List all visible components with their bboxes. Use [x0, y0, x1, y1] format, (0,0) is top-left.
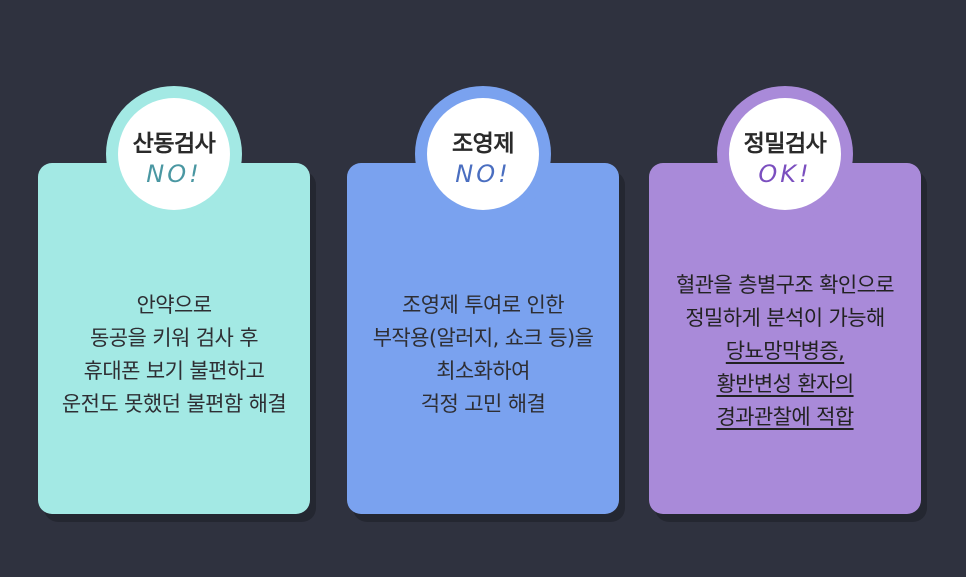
badge-title: 정밀검사: [743, 131, 827, 157]
card-contrast-agent: 조영제 NO! 조영제 투여로 인한 부작용(알러지, 쇼크 등)을 최소화하여…: [347, 86, 619, 514]
badge-ring: 산동검사 NO!: [106, 86, 242, 222]
badge-title: 산동검사: [132, 131, 216, 157]
card-fundus-exam: 산동검사 NO! 안약으로 동공을 키워 검사 후 휴대폰 보기 불편하고 운전…: [38, 86, 310, 514]
badge-ring: 정밀검사 OK!: [717, 86, 853, 222]
desc-line-underlined: 황반변성 환자의: [716, 372, 854, 396]
card-description: 혈관을 층별구조 확인으로 정밀하게 분석이 가능해 당뇨망막병증, 황반변성 …: [649, 269, 921, 434]
desc-line-underlined: 당뇨망막병증,: [725, 339, 845, 363]
badge-status: OK!: [758, 160, 812, 188]
desc-line: 조영제 투여로 인한: [402, 293, 565, 317]
desc-line: 안약으로: [136, 293, 212, 317]
badge-circle: 조영제 NO!: [427, 98, 539, 210]
badge-title: 조영제: [452, 131, 514, 157]
desc-line: 정밀하게 분석이 가능해: [685, 306, 885, 330]
desc-line: 운전도 못했던 불편함 해결: [61, 392, 287, 416]
desc-line: 부작용(알러지, 쇼크 등)을: [372, 326, 594, 350]
desc-line: 걱정 고민 해결: [420, 392, 546, 416]
desc-line: 동공을 키워 검사 후: [90, 326, 259, 350]
badge-status: NO!: [146, 160, 202, 188]
card-precision-exam: 정밀검사 OK! 혈관을 층별구조 확인으로 정밀하게 분석이 가능해 당뇨망막…: [649, 86, 921, 514]
badge-circle: 산동검사 NO!: [118, 98, 230, 210]
desc-line: 휴대폰 보기 불편하고: [83, 359, 265, 383]
desc-line: 혈관을 층별구조 확인으로: [675, 273, 895, 297]
badge-circle: 정밀검사 OK!: [729, 98, 841, 210]
badge-ring: 조영제 NO!: [415, 86, 551, 222]
card-description: 조영제 투여로 인한 부작용(알러지, 쇼크 등)을 최소화하여 걱정 고민 해…: [347, 289, 619, 421]
desc-line-underlined: 경과관찰에 적합: [716, 405, 854, 429]
card-description: 안약으로 동공을 키워 검사 후 휴대폰 보기 불편하고 운전도 못했던 불편함…: [38, 289, 310, 421]
badge-status: NO!: [455, 160, 511, 188]
desc-line: 최소화하여: [436, 359, 530, 383]
